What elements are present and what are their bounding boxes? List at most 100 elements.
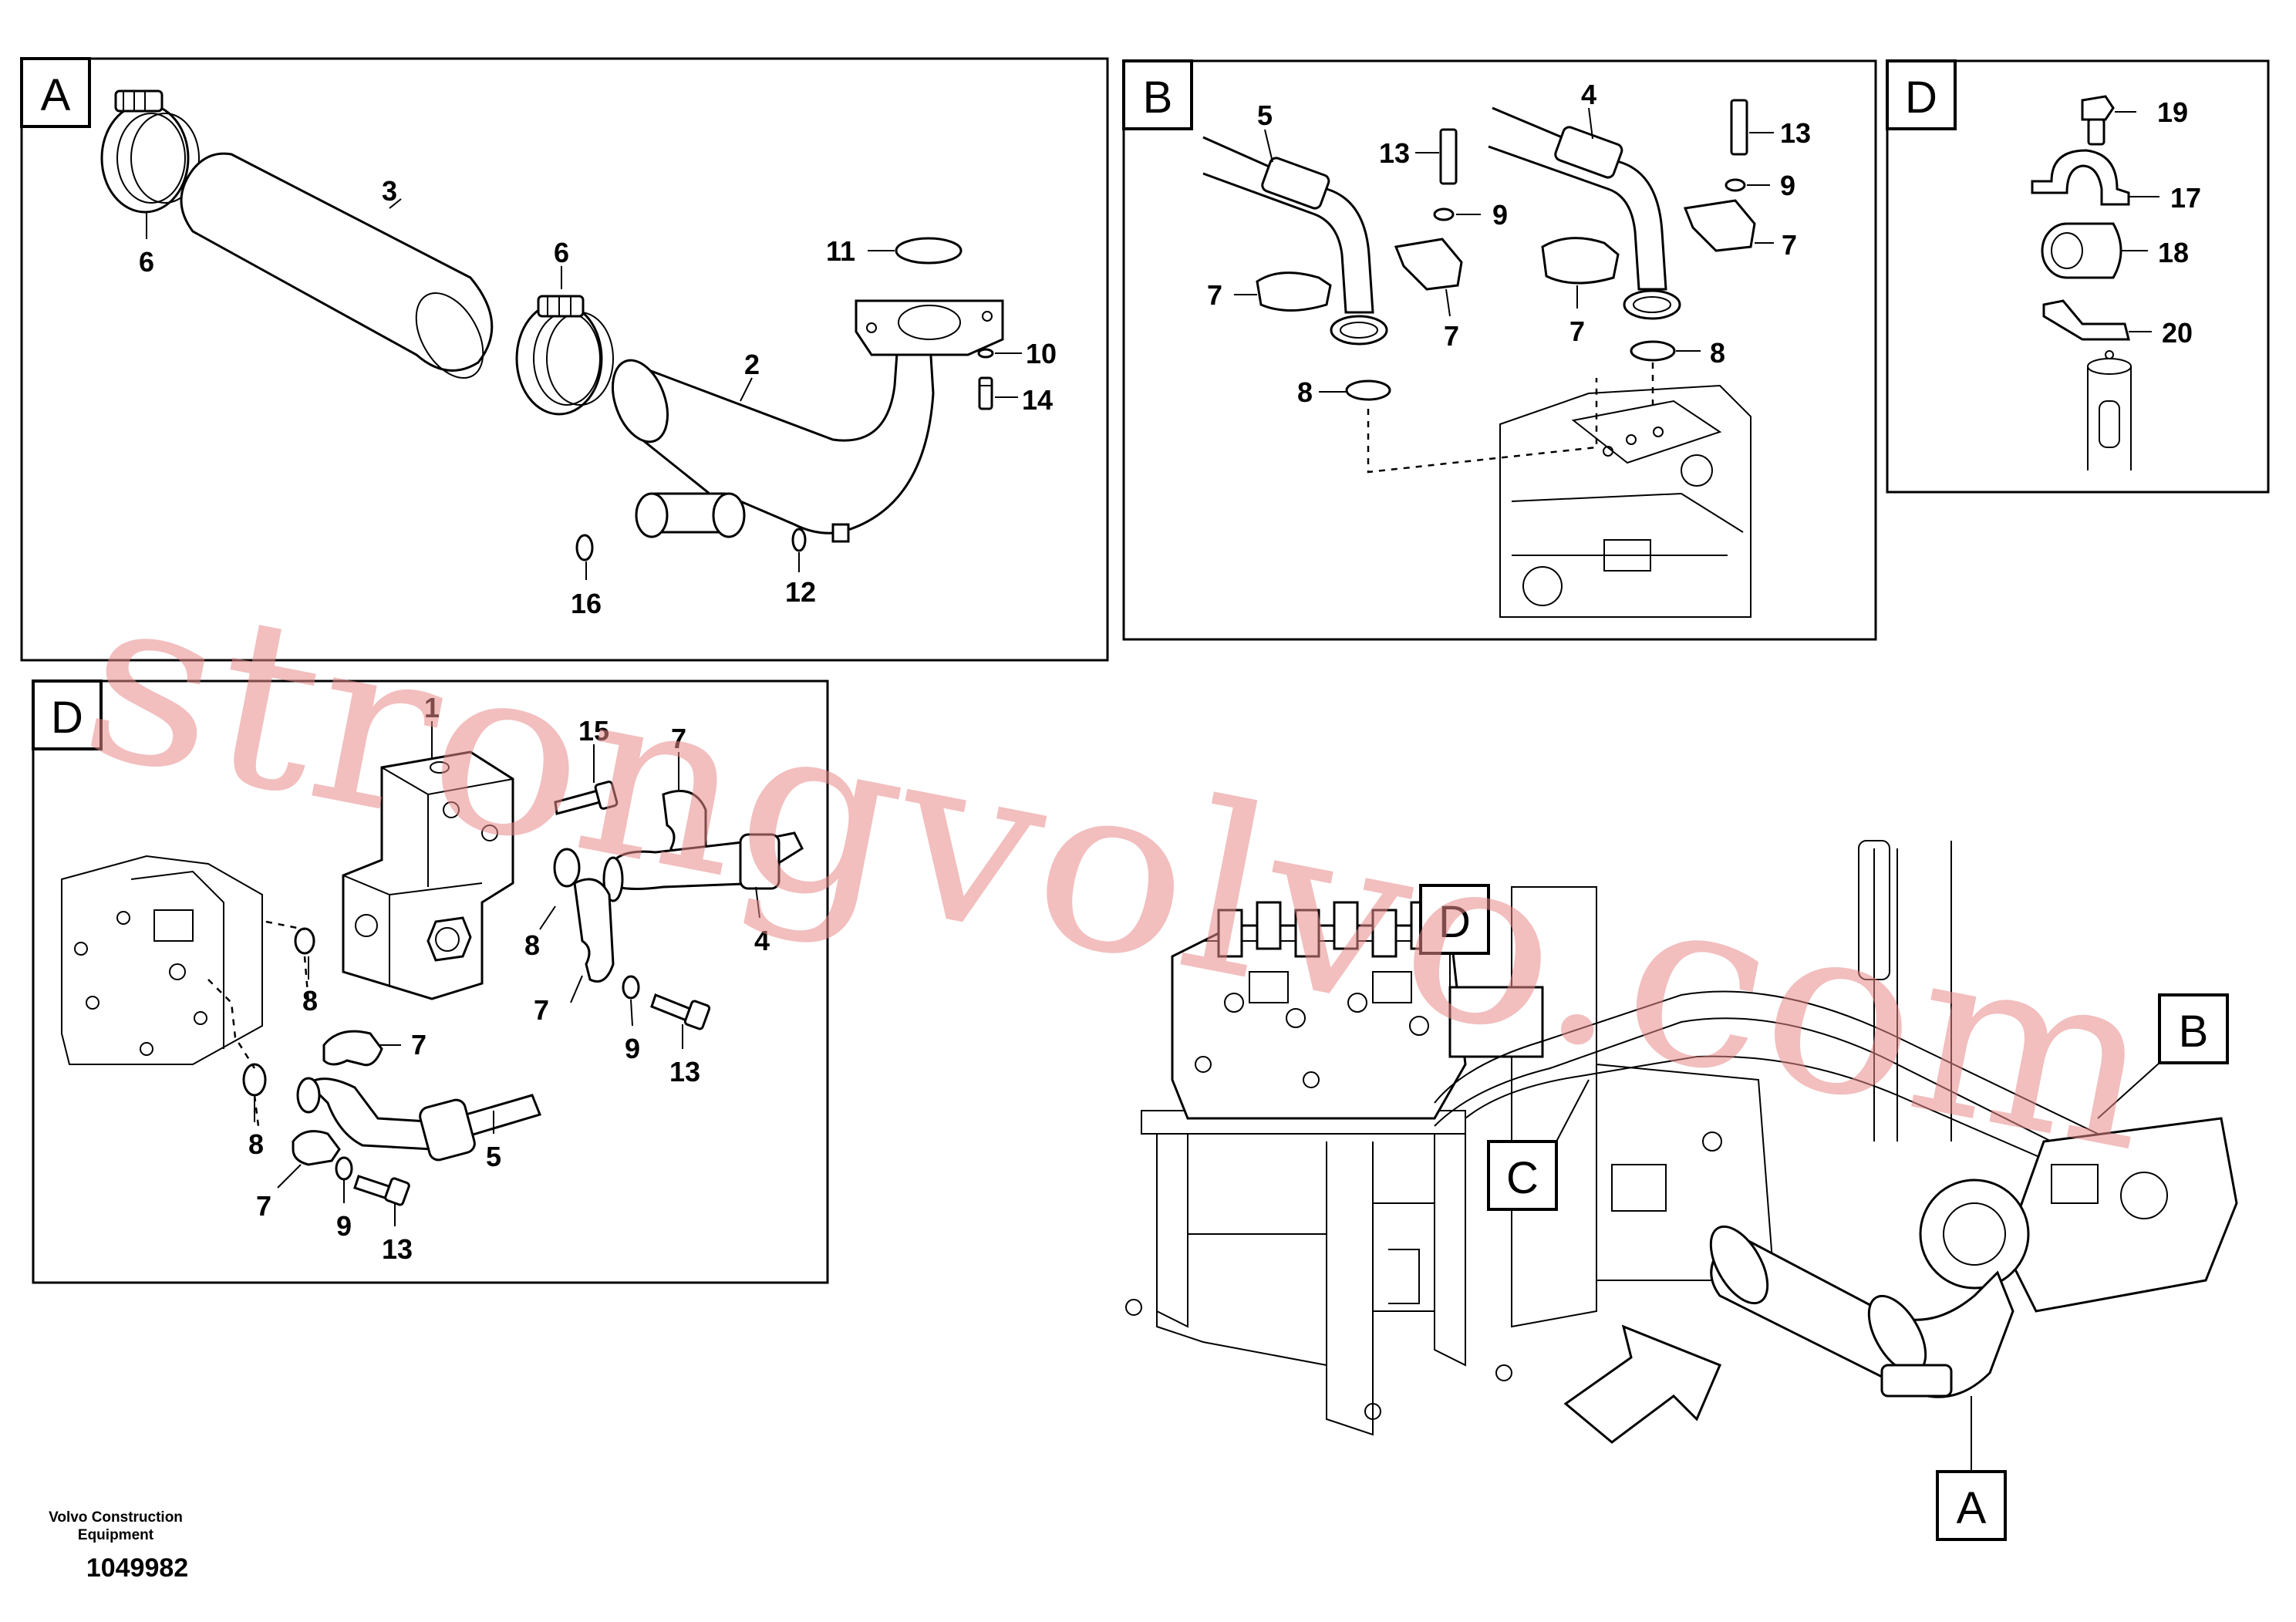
callout-7: 7 bbox=[671, 723, 686, 754]
callout-10: 10 bbox=[1026, 338, 1057, 369]
callout-8: 8 bbox=[248, 1128, 264, 1160]
post-sketch bbox=[2087, 350, 2132, 470]
callout-17: 17 bbox=[2170, 182, 2201, 214]
clamp-half-7 bbox=[573, 878, 615, 983]
callout-9: 9 bbox=[1492, 199, 1508, 231]
callout-13: 13 bbox=[382, 1233, 413, 1265]
callout-8: 8 bbox=[1710, 337, 1725, 369]
callout-1: 1 bbox=[424, 692, 440, 723]
callout-6: 6 bbox=[139, 246, 154, 278]
hydraulic-pump bbox=[1919, 1117, 2238, 1313]
bracket-17 bbox=[2031, 149, 2130, 206]
overview-assembly: D C B A bbox=[1125, 840, 2238, 1541]
callout-7: 7 bbox=[411, 1029, 426, 1061]
washer-9 bbox=[335, 1156, 353, 1181]
screw-14 bbox=[978, 376, 993, 410]
adapter-block bbox=[1448, 986, 1544, 1058]
callout-13: 13 bbox=[669, 1056, 700, 1088]
screw-13 bbox=[353, 1175, 410, 1206]
svg-text:C: C bbox=[1506, 1153, 1539, 1203]
valve-block-sketch bbox=[1499, 384, 1752, 618]
callout-3: 3 bbox=[382, 175, 397, 207]
hose-clamp-6-left bbox=[100, 89, 200, 214]
o-ring-8 bbox=[294, 927, 315, 955]
o-ring-8 bbox=[1345, 379, 1391, 401]
callout-5: 5 bbox=[486, 1141, 501, 1172]
clamp-half-7 bbox=[322, 1030, 383, 1067]
callout-12: 12 bbox=[785, 576, 816, 608]
o-ring-8 bbox=[1630, 340, 1676, 362]
callout-7: 7 bbox=[1444, 320, 1459, 352]
marker-c: C bbox=[1487, 1079, 1590, 1211]
washer-9 bbox=[1725, 178, 1746, 192]
callout-7: 7 bbox=[1207, 279, 1222, 311]
control-valve-stack bbox=[1171, 901, 1467, 1120]
marker-d: D bbox=[1419, 884, 1490, 1003]
callout-19: 19 bbox=[2157, 96, 2188, 128]
callout-8: 8 bbox=[524, 929, 540, 961]
callout-7: 7 bbox=[1569, 315, 1585, 347]
callout-13: 13 bbox=[1780, 117, 1811, 149]
screw-15 bbox=[554, 781, 619, 815]
callout-7: 7 bbox=[534, 994, 549, 1026]
callout-7: 7 bbox=[256, 1190, 271, 1222]
suction-pipe bbox=[1709, 1225, 2014, 1398]
hose-4 bbox=[1488, 106, 1681, 320]
clamp-half-7 bbox=[1683, 199, 1756, 252]
callout-7: 7 bbox=[1782, 229, 1797, 261]
panel-b-letter: B bbox=[1143, 73, 1173, 123]
pipe-2 bbox=[612, 299, 1004, 543]
screw-13 bbox=[650, 993, 711, 1030]
callout-4: 4 bbox=[1581, 79, 1596, 110]
callout-16: 16 bbox=[571, 588, 602, 619]
clamp-half-7 bbox=[1394, 238, 1463, 291]
clamp-half-7 bbox=[1541, 237, 1620, 285]
panel-b: B bbox=[1122, 59, 1877, 641]
panel-a: A bbox=[20, 57, 1109, 662]
callout-8: 8 bbox=[302, 985, 318, 1017]
callout-2: 2 bbox=[744, 349, 760, 380]
brand-line-2: Equipment bbox=[78, 1527, 154, 1543]
hose-4 bbox=[602, 831, 804, 902]
panel-d-top-letter: D bbox=[1905, 73, 1937, 123]
svg-text:D: D bbox=[1438, 897, 1471, 947]
bolt-19 bbox=[2081, 95, 2115, 146]
clamp-half-7 bbox=[1256, 271, 1332, 312]
o-ring-12 bbox=[791, 528, 807, 552]
hose-clamp-6-middle bbox=[515, 295, 614, 416]
o-ring-16 bbox=[575, 534, 594, 561]
footer: Volvo Construction Equipment 1049982 bbox=[49, 1509, 188, 1583]
callout-5: 5 bbox=[1257, 99, 1273, 131]
callout-6: 6 bbox=[554, 237, 569, 268]
hose-3 bbox=[180, 152, 494, 379]
flow-arrow bbox=[1563, 1324, 1721, 1444]
callout-9: 9 bbox=[625, 1033, 640, 1064]
hose-5 bbox=[296, 1077, 542, 1162]
svg-text:A: A bbox=[1957, 1483, 1987, 1533]
callout-20: 20 bbox=[2162, 317, 2193, 349]
plate-20 bbox=[2042, 299, 2130, 341]
marker-a: A bbox=[1936, 1396, 2007, 1541]
svg-text:B: B bbox=[2179, 1007, 2209, 1057]
o-ring-8 bbox=[553, 848, 581, 888]
control-valve-sketch bbox=[61, 855, 263, 1065]
sleeve-18 bbox=[2041, 222, 2122, 279]
marker-b: B bbox=[2097, 993, 2229, 1119]
screw-13 bbox=[1730, 99, 1748, 156]
callout-9: 9 bbox=[336, 1210, 352, 1242]
washer-10 bbox=[977, 348, 994, 359]
screw-13 bbox=[1439, 128, 1458, 185]
washer-9 bbox=[622, 975, 640, 1000]
panel-d-main: D bbox=[32, 679, 829, 1284]
washer-9 bbox=[1433, 207, 1455, 221]
brand-line-1: Volvo Construction bbox=[49, 1509, 183, 1526]
o-ring-11 bbox=[895, 237, 963, 265]
callout-8: 8 bbox=[1297, 376, 1313, 408]
callout-15: 15 bbox=[578, 715, 609, 747]
panel-d-main-letter: D bbox=[51, 693, 83, 743]
drawing-number: 1049982 bbox=[86, 1553, 188, 1583]
o-ring-8 bbox=[242, 1063, 267, 1097]
callout-13: 13 bbox=[1379, 137, 1410, 169]
callout-18: 18 bbox=[2158, 237, 2189, 268]
